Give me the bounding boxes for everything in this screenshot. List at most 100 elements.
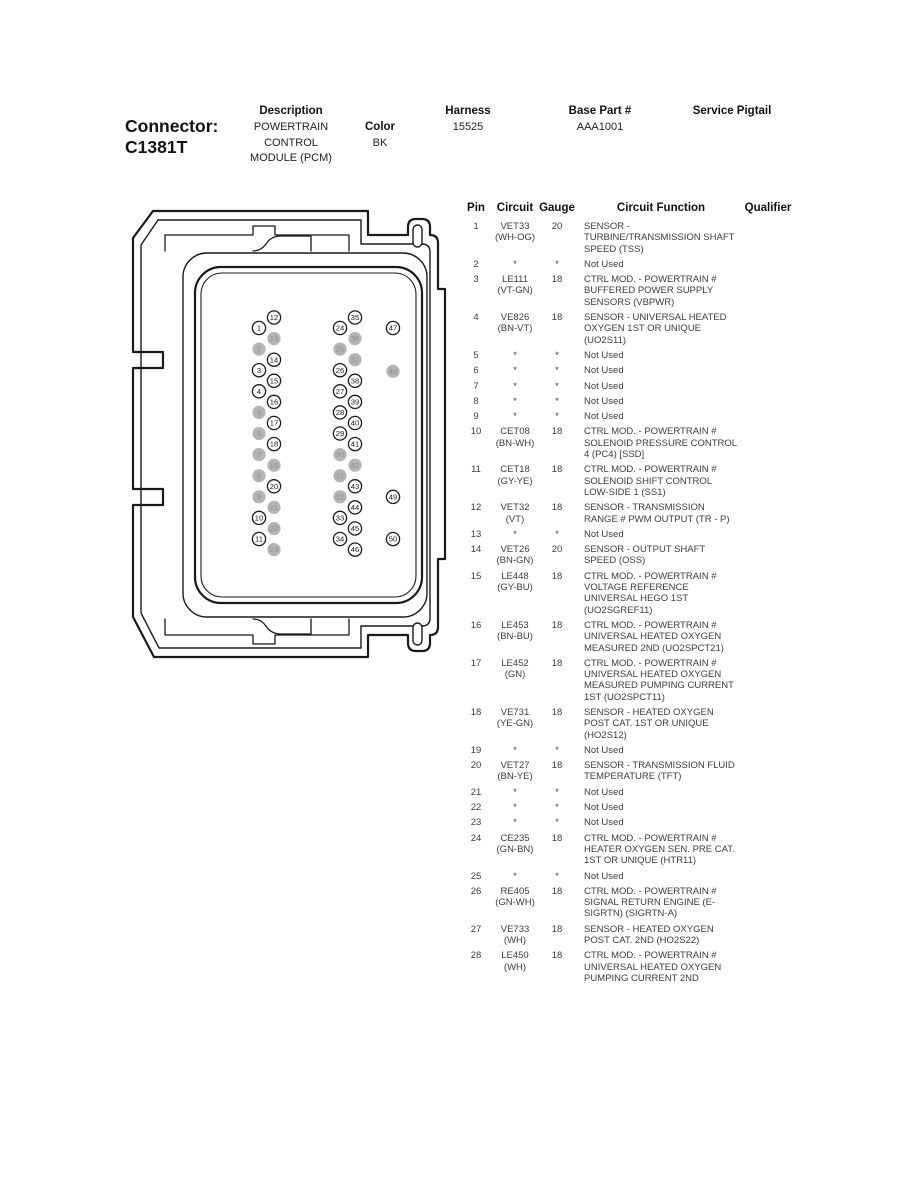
connector-diagram: 1234567891011121314151617181920212223242…: [131, 209, 447, 659]
cell-gauge: *: [555, 802, 559, 814]
cell-gauge: *: [555, 395, 559, 407]
pin-10: 10: [251, 510, 267, 526]
cell-pin: 2: [473, 258, 479, 270]
cell-function: SENSOR - HEATED OXYGEN POST CAT. 1ST OR …: [584, 706, 714, 741]
col-header-function: Circuit Function: [616, 202, 706, 214]
svg-text:24: 24: [336, 324, 344, 333]
color-value: BK: [372, 137, 388, 149]
cell-gauge: *: [555, 258, 559, 270]
svg-text:25: 25: [336, 345, 344, 354]
svg-text:6: 6: [257, 429, 261, 438]
cell-function: Not Used: [584, 349, 624, 361]
pin-25: 25: [333, 342, 347, 356]
cell-function: CTRL MOD. - POWERTRAIN # UNIVERSAL HEATE…: [584, 619, 724, 654]
cell-pin: 16: [470, 619, 482, 631]
col-header-gauge: Gauge: [539, 202, 575, 214]
cell-function: Not Used: [584, 870, 624, 882]
svg-text:46: 46: [351, 545, 359, 554]
pin-17: 17: [266, 415, 282, 431]
cell-gauge: *: [555, 365, 559, 377]
cell-function: Not Used: [584, 380, 624, 392]
svg-text:33: 33: [336, 513, 344, 522]
cell-function: SENSOR - OUTPUT SHAFT SPEED (OSS): [584, 544, 706, 567]
pin-19: 19: [267, 458, 281, 472]
latch-slot-top: [412, 224, 423, 248]
svg-text:13: 13: [270, 334, 278, 343]
pin-14: 14: [266, 352, 282, 367]
pin-44: 44: [347, 500, 363, 515]
svg-text:3: 3: [257, 366, 261, 375]
cell-function: Not Used: [584, 365, 624, 377]
cell-circuit: LE453(BN-BU): [497, 619, 533, 643]
description-label: Description: [259, 105, 323, 117]
pin-2: 2: [252, 342, 266, 356]
svg-text:41: 41: [351, 440, 359, 449]
cell-function: CTRL MOD. - POWERTRAIN # VOLTAGE REFEREN…: [584, 570, 717, 616]
svg-text:45: 45: [351, 524, 359, 533]
svg-text:27: 27: [336, 387, 344, 396]
cell-pin: 6: [473, 365, 479, 377]
cell-function: SENSOR - TURBINE/TRANSMISSION SHAFT SPEE…: [584, 221, 735, 255]
pin-27: 27: [332, 384, 348, 399]
cell-circuit: *: [513, 528, 517, 540]
cell-gauge: 18: [551, 923, 563, 935]
pin-12: 12: [266, 310, 282, 325]
svg-text:28: 28: [336, 408, 344, 417]
col-header-qualifier: Qualifier: [744, 202, 792, 214]
svg-text:14: 14: [270, 355, 278, 364]
cell-gauge: 18: [551, 464, 563, 476]
pin-35: 35: [347, 310, 363, 325]
cell-circuit: *: [513, 365, 517, 377]
cell-pin: 7: [473, 380, 479, 392]
table-row: 2**Not Used: [458, 259, 916, 270]
cell-gauge: *: [555, 870, 559, 882]
svg-text:35: 35: [351, 313, 359, 322]
cell-function: CTRL MOD. - POWERTRAIN # BUFFERED POWER …: [584, 274, 717, 308]
header-col-service-pigtail: Service Pigtail: [682, 105, 782, 120]
cell-circuit: *: [513, 744, 517, 756]
svg-text:11: 11: [255, 535, 263, 544]
harness-label: Harness: [445, 105, 491, 117]
pin-16: 16: [266, 394, 282, 410]
cell-gauge: 18: [551, 312, 563, 324]
cell-gauge: 18: [551, 832, 563, 844]
cell-gauge: 18: [551, 619, 563, 631]
cell-pin: 28: [470, 950, 482, 962]
table-row: 8**Not Used: [458, 396, 916, 407]
cell-function: CTRL MOD. - POWERTRAIN # HEATER OXYGEN S…: [584, 832, 735, 867]
cell-circuit: VE733(WH): [500, 923, 530, 947]
svg-text:36: 36: [351, 334, 359, 343]
cell-gauge: 20: [551, 544, 563, 556]
color-label: Color: [364, 121, 396, 133]
cell-gauge: 18: [551, 502, 563, 514]
cell-function: CTRL MOD. - POWERTRAIN # SOLENOID PRESSU…: [584, 426, 737, 461]
cell-pin: 21: [470, 786, 482, 798]
cell-function: SENSOR - TRANSMISSION FLUID TEMPERATURE …: [584, 760, 735, 783]
pin-33: 33: [332, 510, 348, 526]
cell-gauge: *: [555, 349, 559, 361]
cell-circuit: *: [513, 786, 517, 798]
pin-37: 37: [348, 353, 362, 367]
cell-circuit: VET32(VT): [500, 502, 530, 525]
cell-gauge: 18: [551, 657, 563, 669]
cell-circuit: *: [513, 395, 517, 407]
cell-gauge: *: [555, 817, 559, 829]
svg-text:8: 8: [257, 471, 261, 480]
description-value: POWERTRAIN CONTROL MODULE (PCM): [250, 121, 332, 164]
svg-text:5: 5: [257, 408, 261, 417]
svg-text:12: 12: [270, 313, 278, 322]
cell-function: Not Used: [584, 258, 624, 270]
pin-39: 39: [347, 394, 363, 410]
col-header-circuit: Circuit: [496, 202, 534, 214]
pin-42: 42: [348, 458, 362, 472]
cell-pin: 17: [470, 657, 482, 669]
pin-45: 45: [347, 521, 363, 536]
harness-value: 15525: [452, 121, 484, 133]
cell-pin: 20: [470, 760, 482, 772]
pin-47: 47: [385, 320, 401, 336]
pin-11: 11: [251, 531, 267, 547]
